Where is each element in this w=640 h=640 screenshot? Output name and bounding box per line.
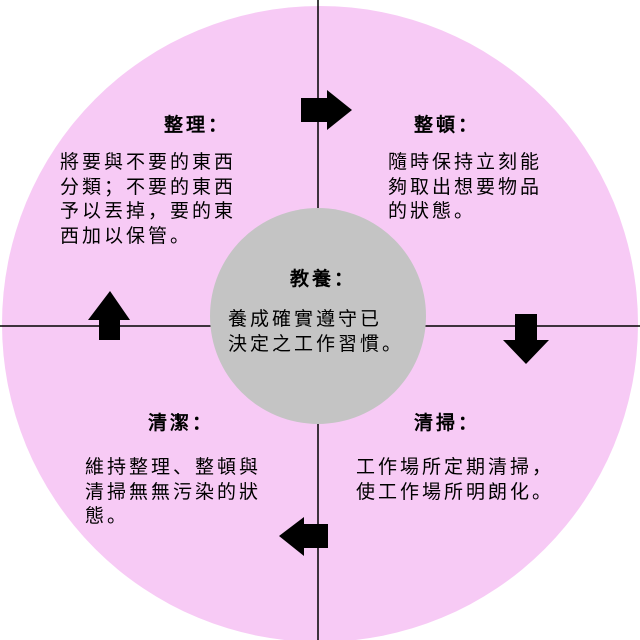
set-in-order-title: 整頓： (414, 114, 481, 136)
arrow-right-icon (301, 90, 352, 130)
standardize-description: 維持整理、整頓與 清掃無無污染的狀 態。 (85, 456, 262, 528)
shine-title: 清掃： (414, 412, 481, 434)
arrow-down-icon (503, 314, 549, 364)
sort-description: 將要與不要的東西 分類；不要的東西 予以丟掉，要的東 西加以保管。 (60, 151, 237, 248)
standardize-title: 清潔： (148, 412, 215, 434)
center-circle (210, 208, 426, 424)
arrow-left-icon (279, 517, 328, 556)
set-in-order-description: 隨時保持立刻能 夠取出想要物品 的狀態。 (388, 151, 543, 223)
discipline-title: 教養： (290, 268, 357, 290)
sort-title: 整理： (164, 114, 231, 136)
discipline-description: 養成確實遵守已 決定之工作習慣。 (228, 308, 405, 355)
shine-description: 工作場所定期清掃， 使工作場所明朗化。 (356, 456, 555, 503)
arrow-up-icon (88, 291, 130, 340)
